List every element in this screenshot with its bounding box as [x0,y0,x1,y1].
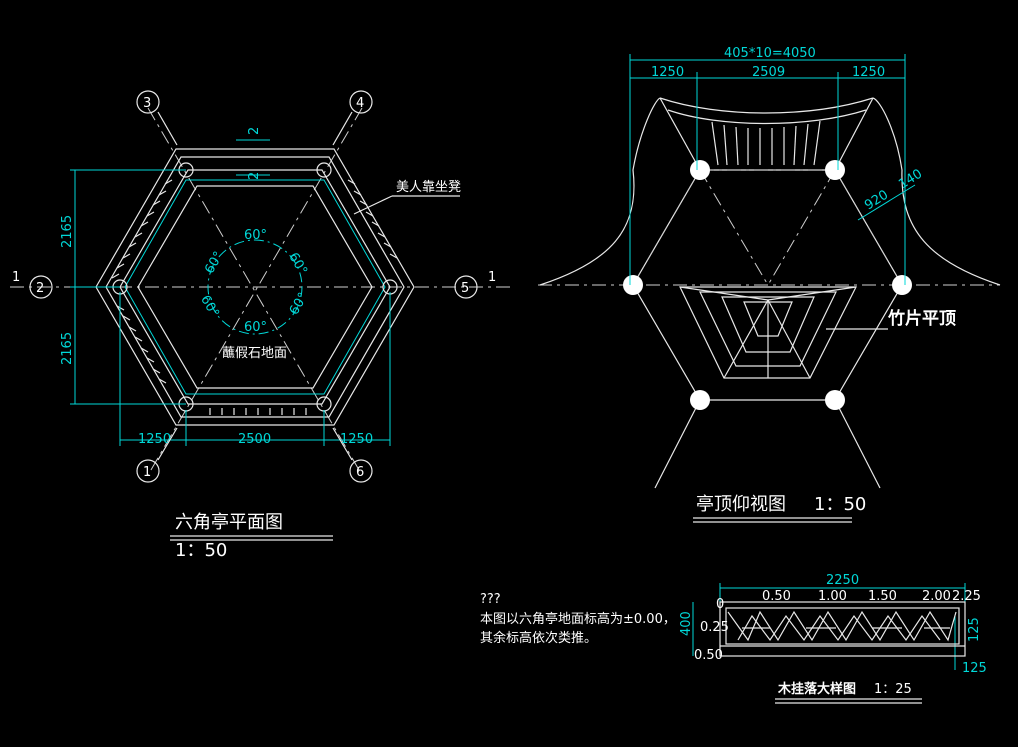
axis-bubble-5: 5 [461,281,469,296]
label-seat: 美人靠坐凳 [396,179,461,195]
dim-roof-total: 405*10=4050 [724,46,816,61]
note-line-2: 其余标高依次类推。 [480,630,597,646]
plan-title: 六角亭平面图 [175,512,283,533]
pavilion-plan: 60° 60° 60° 60° 60° 60° 2165 2165 1250 2… [10,90,510,561]
dim-plan-top-mark-2: 2 [247,172,262,180]
detail-level-050: 0.50 [694,648,723,663]
dim-detail-125-lower: 125 [962,661,987,676]
dim-roof-1250-right: 1250 [852,65,885,80]
label-bamboo-ceiling: 竹片平顶 [887,308,956,329]
dim-detail-total: 2250 [826,573,859,588]
axis-bubble-6: 6 [356,465,364,480]
dim-roof-140: 140 [896,167,925,193]
roof-title: 亭顶仰视图 [696,494,786,515]
axis-bubble-1: 1 [143,465,151,480]
roof-plan: 405*10=4050 1250 2509 1250 920 140 竹片平顶 … [538,46,1001,523]
detail-tick-200: 2.00 [922,589,951,604]
dim-plan-top-mark: 2 [247,127,262,135]
detail-tick-050: 0.50 [762,589,791,604]
axis-bubble-3: 3 [143,96,151,111]
dim-plan-1250-right: 1250 [340,432,373,447]
section-mark-left: 1 [12,270,20,285]
detail-level-025: 0.25 [700,620,729,635]
axis-bubble-2: 2 [36,281,44,296]
angle-label-bottom-right: 60° [287,290,312,317]
dim-plan-2165-lower: 2165 [60,332,75,365]
angle-label-bottom: 60° [244,320,267,335]
axis-bubble-4: 4 [356,96,364,111]
section-mark-right: 1 [488,270,496,285]
angle-label-bottom-left: 60° [197,293,222,320]
dim-roof-920: 920 [862,188,891,214]
note-heading: ??? [480,592,501,607]
note-line-1: 本图以六角亭地面标高为±0.00， [480,611,676,627]
dim-plan-2500: 2500 [238,432,271,447]
angle-label-top: 60° [244,228,267,243]
detail-tick-150: 1.50 [868,589,897,604]
detail-title: 木挂落大样图 [777,681,856,697]
wood-hanging-detail: 2250 0 0.50 1.00 1.50 2.00 2.25 400 0.25… [679,573,987,704]
detail-scale: 1：25 [874,682,912,697]
dim-plan-1250-left: 1250 [138,432,171,447]
roof-scale: 1：50 [814,494,866,515]
dim-roof-2509: 2509 [752,65,785,80]
detail-tick-225: 2.25 [952,589,981,604]
detail-tick-0: 0 [716,597,724,612]
drawing-note: ??? 本图以六角亭地面标高为±0.00， 其余标高依次类推。 [480,592,676,646]
dim-detail-400: 400 [679,611,694,636]
dim-plan-2165-upper: 2165 [60,215,75,248]
dim-roof-1250-left: 1250 [651,65,684,80]
dim-detail-125-upper: 125 [967,617,982,642]
angle-label-top-right: 60° [285,250,310,277]
detail-tick-100: 1.00 [818,589,847,604]
plan-scale: 1：50 [175,540,227,561]
label-floor: 蘸假石地面 [222,346,287,361]
